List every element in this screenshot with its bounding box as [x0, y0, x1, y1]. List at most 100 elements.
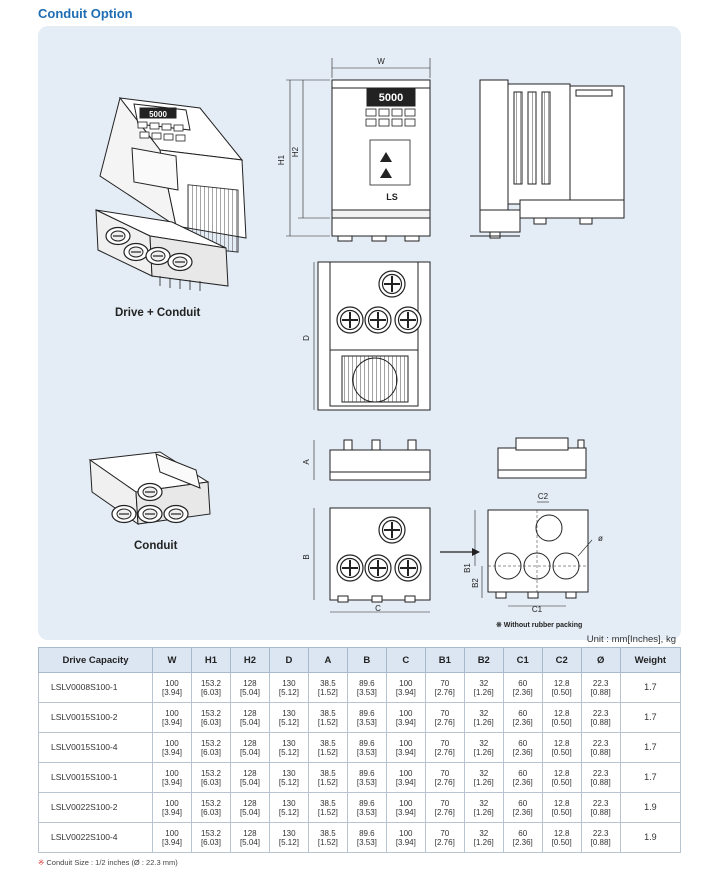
value-cell: 153.2[6.03] [190, 792, 231, 823]
value-cell: 89.6[3.53] [346, 702, 387, 733]
value-inch: [3.53] [356, 747, 377, 757]
value-inch: [1.52] [317, 747, 338, 757]
value-mm: 89.6 [359, 738, 375, 748]
value-cell: 70[2.76] [424, 702, 465, 733]
value-inch: [6.03] [200, 807, 221, 817]
value-mm: 100 [165, 768, 179, 778]
value-mm: 60 [518, 708, 528, 718]
value-mm: 38.5 [320, 738, 336, 748]
value-mm: 38.5 [320, 678, 336, 688]
value-inch: [2.36] [512, 687, 533, 697]
model-cell: LSLV0015S100-1 [38, 762, 153, 793]
value-inch: [0.88] [590, 687, 611, 697]
value-inch: [2.76] [434, 777, 455, 787]
value-inch: [1.52] [317, 777, 338, 787]
value-inch: [2.36] [512, 837, 533, 847]
value-mm: 32 [479, 708, 489, 718]
value-cell: 38.5[1.52] [307, 822, 348, 853]
model-cell: LSLV0022S100-2 [38, 792, 153, 823]
value-inch: [3.94] [161, 777, 182, 787]
value-cell: 60[2.36] [502, 702, 543, 733]
value-cell: 89.6[3.53] [346, 762, 387, 793]
value-inch: [6.03] [200, 717, 221, 727]
value-inch: [3.94] [395, 747, 416, 757]
value-cell: 32[1.26] [463, 822, 504, 853]
value-inch: [3.94] [161, 807, 182, 817]
value-mm: 60 [518, 798, 528, 808]
value-inch: [3.94] [161, 717, 182, 727]
side-view [470, 79, 625, 239]
dim-c-label: C [375, 604, 381, 613]
value-mm: 100 [165, 708, 179, 718]
value-cell: 128[5.04] [229, 762, 270, 793]
value-inch: [1.26] [473, 687, 494, 697]
header-cell: W [152, 647, 192, 673]
value-inch: [5.04] [239, 687, 260, 697]
value-inch: [3.94] [161, 747, 182, 757]
value-inch: [6.03] [200, 777, 221, 787]
value-cell: 12.8[0.50] [541, 792, 582, 823]
value-cell: 70[2.76] [424, 792, 465, 823]
value-mm: 128 [243, 678, 257, 688]
page-title: Conduit Option [38, 6, 133, 21]
value-mm: 22.3 [592, 738, 609, 748]
value-mm: 60 [518, 678, 528, 688]
value-cell: 100[3.94] [385, 732, 426, 763]
value-mm: 60 [518, 828, 528, 838]
value-mm: 100 [399, 798, 413, 808]
header-cell: H2 [229, 647, 270, 673]
value-mm: 130 [282, 738, 296, 748]
value-inch: [3.53] [356, 837, 377, 847]
value-cell: 128[5.04] [229, 732, 270, 763]
value-cell: 32[1.26] [463, 732, 504, 763]
value-cell: 153.2[6.03] [190, 702, 231, 733]
dim-c2-label: C2 [538, 492, 549, 501]
value-mm: 12.8 [553, 678, 570, 688]
value-inch: [3.94] [395, 777, 416, 787]
value-inch: [3.53] [356, 807, 377, 817]
value-cell: 130[5.12] [268, 762, 309, 793]
value-cell: 38.5[1.52] [307, 702, 348, 733]
header-cell: B1 [424, 647, 465, 673]
value-inch: [2.76] [434, 807, 455, 817]
value-cell: 12.8[0.50] [541, 822, 582, 853]
dim-c1-label: C1 [532, 605, 543, 614]
value-inch: [5.04] [239, 777, 260, 787]
header-cell: Weight [619, 647, 682, 673]
packing-note: ※ Without rubber packing [496, 621, 582, 629]
value-cell: 22.3[0.88] [580, 792, 621, 823]
value-mm: 153.2 [200, 678, 221, 688]
value-cell: 89.6[3.53] [346, 672, 387, 703]
value-mm: 12.8 [553, 768, 570, 778]
value-mm: 100 [165, 678, 179, 688]
value-mm: 89.6 [359, 828, 375, 838]
dim-phi-label: ø [598, 534, 603, 543]
value-mm: 22.3 [592, 678, 609, 688]
value-mm: 100 [165, 798, 179, 808]
value-inch: [2.36] [512, 747, 533, 757]
dim-d-label: D [302, 335, 311, 341]
value-inch: [3.53] [356, 717, 377, 727]
value-cell: 22.3[0.88] [580, 672, 621, 703]
value-mm: 32 [479, 828, 489, 838]
spec-table: Drive Capacity W H1 H2 D A B C B1 B2 C1 … [38, 647, 682, 853]
value-inch: [0.88] [590, 807, 611, 817]
header-cell: D [268, 647, 309, 673]
table-header-row: Drive Capacity W H1 H2 D A B C B1 B2 C1 … [38, 647, 682, 673]
value-cell: 22.3[0.88] [580, 822, 621, 853]
weight-cell: 1.9 [619, 792, 682, 823]
weight-cell: 1.7 [619, 672, 682, 703]
value-inch: [0.50] [551, 837, 572, 847]
value-cell: 128[5.04] [229, 822, 270, 853]
value-cell: 38.5[1.52] [307, 792, 348, 823]
bottom-view [313, 507, 431, 613]
value-mm: 60 [518, 768, 528, 778]
value-cell: 128[5.04] [229, 792, 270, 823]
conduit-side-view [497, 437, 587, 479]
value-cell: 60[2.36] [502, 822, 543, 853]
value-cell: 89.6[3.53] [346, 792, 387, 823]
weight-cell: 1.7 [619, 702, 682, 733]
value-inch: [3.94] [395, 807, 416, 817]
value-inch: [1.52] [317, 837, 338, 847]
